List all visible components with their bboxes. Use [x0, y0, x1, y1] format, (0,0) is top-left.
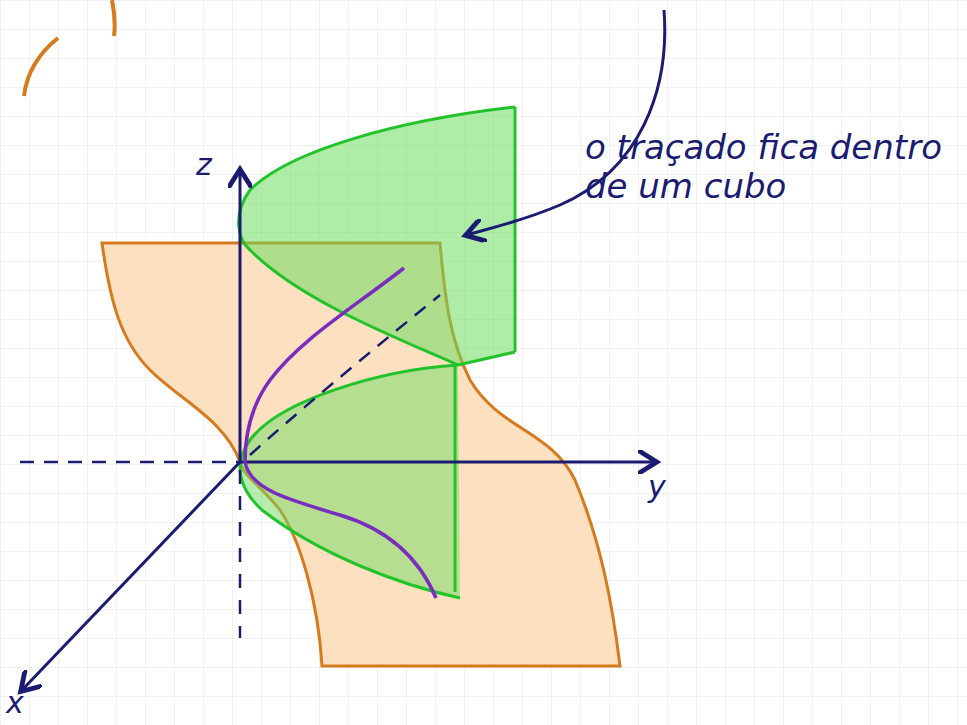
axis-label: y — [648, 470, 666, 505]
x-axis — [24, 462, 240, 688]
handwritten-note: o traçado fica dentro de um cubo — [585, 128, 955, 206]
orange-fragment — [112, 0, 115, 36]
axis-label: x — [6, 686, 24, 721]
green-surface — [239, 107, 515, 365]
orange-fragment — [24, 38, 58, 96]
green-edge — [458, 352, 515, 365]
axis-dashed — [20, 461, 238, 464]
green-parabola — [239, 107, 515, 365]
y-axis — [240, 461, 652, 464]
green-edge — [454, 365, 457, 592]
trace-projection — [250, 295, 440, 455]
trace-curve — [245, 268, 436, 598]
green-parabola — [240, 365, 460, 598]
green-edge — [514, 107, 517, 352]
green-surface — [240, 365, 460, 598]
z-axis — [239, 174, 242, 462]
axis-dashed — [239, 470, 242, 638]
axis-label: z — [196, 148, 212, 183]
